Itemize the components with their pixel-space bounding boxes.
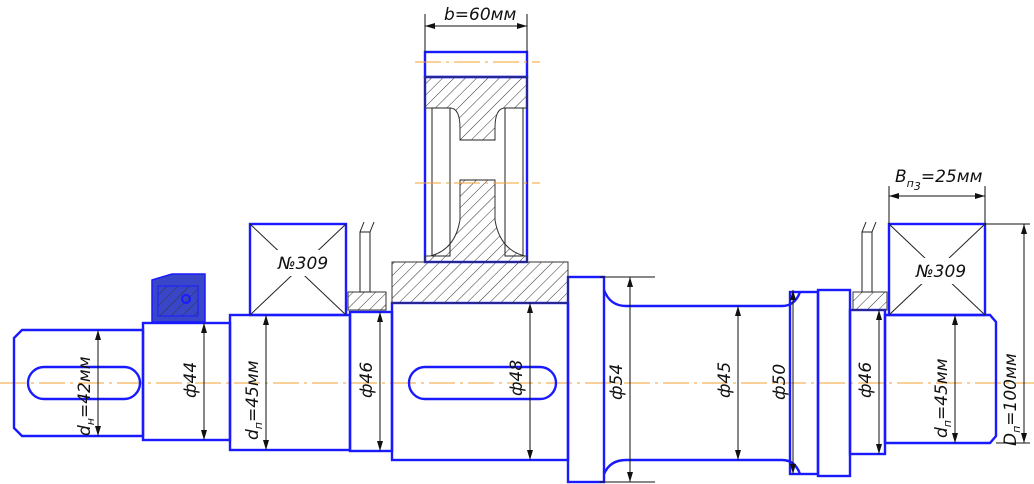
dim-d-key: dн=42мм: [75, 330, 101, 436]
phi50-label: ф50: [770, 364, 790, 400]
phi46-left-label: ф46: [357, 362, 377, 398]
phi46-right-label: ф46: [856, 362, 876, 398]
bearing-right-label: №309: [915, 262, 966, 282]
dim-bearing-width: Bп3=25мм: [888, 167, 986, 224]
bearing-width-value: =25мм: [921, 167, 983, 187]
d-bearing-left-sub: п: [252, 422, 265, 429]
dim-gear-width: b=60мм: [424, 5, 528, 52]
dim-d-bearing-left: dп=45мм: [243, 315, 269, 450]
d-key-sub: н: [84, 418, 97, 425]
dim-D-outer: Dп=100мм: [985, 223, 1030, 446]
bearing-width-sub: п: [907, 177, 914, 190]
phi48-label: ф48: [507, 360, 527, 396]
dim-phi54: ф54: [600, 276, 655, 483]
phi45-label: ф45: [715, 362, 735, 398]
spacer-right: [852, 221, 888, 311]
dim-phi46-right: ф46: [856, 310, 882, 454]
lip-seal-icon: [151, 273, 206, 323]
D-outer-prefix: D: [1001, 433, 1021, 446]
svg-text:dп=45мм: dп=45мм: [243, 360, 265, 440]
d-bearing-left-value: =45мм: [243, 360, 263, 422]
D-outer-sub: п: [1010, 426, 1023, 433]
svg-text:Bп3=25мм: Bп3=25мм: [895, 167, 983, 193]
gear-width-label: b=60мм: [444, 5, 516, 25]
d-key-value: =42мм: [75, 356, 95, 418]
gear: [391, 50, 569, 304]
d-bearing-right-prefix: d: [932, 427, 952, 438]
dim-phi46-left: ф46: [357, 312, 383, 451]
svg-text:dп=45мм: dп=45мм: [932, 358, 954, 438]
svg-text:Dп=100мм: Dп=100мм: [1001, 353, 1023, 446]
d-bearing-right-value: =45мм: [932, 358, 952, 420]
bearing-right: №309: [887, 222, 987, 317]
D-outer-value: =100мм: [1001, 353, 1021, 426]
dim-phi48: ф48: [507, 303, 533, 460]
dim-phi50: ф50: [770, 290, 796, 474]
bearing-width-prefix: B: [895, 167, 907, 187]
dim-phi45: ф45: [715, 306, 741, 460]
bearing-width-sub2: 3: [914, 180, 921, 193]
spacer-left: [347, 221, 387, 311]
dim-d-bearing-right: dп=45мм: [932, 315, 958, 443]
d-bearing-left-prefix: d: [243, 429, 263, 440]
d-bearing-right-sub: п: [941, 420, 954, 427]
phi54-label: ф54: [607, 364, 627, 400]
phi44-label: ф44: [181, 362, 201, 398]
d-key-prefix: d: [75, 425, 95, 436]
bearing-left-label: №309: [277, 254, 328, 274]
dim-phi44: ф44: [181, 323, 207, 440]
bearing-left: №309: [248, 222, 348, 317]
svg-text:dн=42мм: dн=42мм: [75, 356, 97, 436]
